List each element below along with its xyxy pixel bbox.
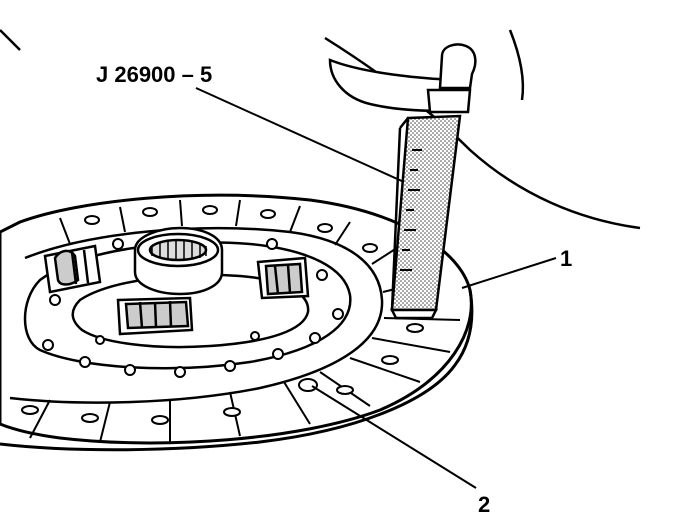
callout-2-label: 2	[478, 492, 490, 517]
hub-spline-icon	[133, 226, 224, 296]
tool-label: J 26900 – 5	[96, 62, 212, 87]
callout-2-leader-line	[311, 385, 477, 489]
dial-indicator-tool-illustration	[328, 43, 477, 320]
callout-1-leader-line	[461, 257, 557, 289]
callout-1-label: 1	[560, 246, 572, 271]
tool-leader-line	[195, 87, 405, 183]
leader-lines	[195, 87, 557, 489]
damper-springs	[43, 244, 310, 336]
housing-outline	[0, 29, 641, 230]
